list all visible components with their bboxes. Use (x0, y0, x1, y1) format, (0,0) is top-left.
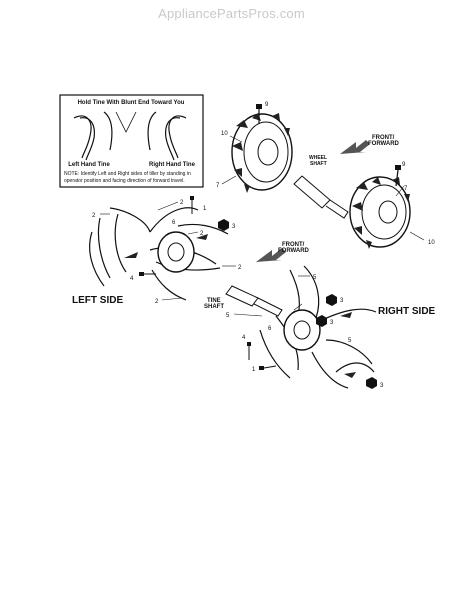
wheel-right (349, 176, 411, 249)
tine-shaft-label-2: SHAFT (204, 304, 224, 310)
front-forward-mid-label-1: FRONT/ (282, 242, 305, 248)
tine-shaft-label-1: TINE (207, 298, 221, 304)
left-hand-tine-illustration (73, 111, 113, 161)
callout-7-upper: 7 (216, 183, 220, 189)
callout-9-upper: 9 (265, 102, 269, 108)
wheel-shaft (293, 175, 349, 219)
callout-3-right-mid: 3 (330, 320, 334, 326)
nut-3-right-mid (316, 315, 327, 327)
tine-shaft (225, 285, 283, 317)
bolt-4-lower (247, 342, 251, 360)
legend-note-line-2: operator position and facing direction o… (64, 178, 185, 184)
callout-2-bottom: 2 (155, 299, 159, 305)
wheel-left (231, 113, 293, 193)
callout-5-left: 5 (226, 313, 230, 319)
leader-lines (100, 135, 425, 317)
callout-9-right: 9 (402, 162, 406, 168)
callout-4-lower: 4 (242, 335, 246, 341)
left-side-label: LEFT SIDE (72, 295, 123, 306)
watermark: AppliancePartsPros.com (158, 6, 305, 21)
callout-3-upper: 3 (232, 224, 236, 230)
callout-5-top: 5 (313, 275, 317, 281)
legend-note-line-1: NOTE: Identify Left and Right sides of t… (64, 171, 191, 177)
front-forward-arrow-mid (256, 248, 286, 262)
legend-title: Hold Tine With Blunt End Toward You (78, 100, 185, 106)
bolt-9-upper (256, 104, 262, 124)
front-forward-mid-label-2: FORWARD (278, 248, 310, 254)
bolt-9-right (395, 165, 401, 187)
callout-6-right: 6 (268, 326, 272, 332)
front-forward-top-label-1: FRONT/ (372, 135, 395, 141)
callout-2-mid: 2 (200, 231, 204, 237)
nut-3-right-upper (326, 294, 337, 306)
bolt-1-lower (259, 365, 277, 370)
bolt-4-left (139, 272, 156, 276)
callout-3-right-upper: 3 (340, 298, 344, 304)
callout-6-left: 6 (172, 220, 176, 226)
callout-3-lower: 3 (380, 383, 384, 389)
callout-1-upper: 1 (203, 206, 207, 212)
right-hand-tine-label: Right Hand Tine (149, 162, 196, 168)
bolt-1-upper (190, 196, 194, 214)
callout-10-right: 10 (428, 240, 435, 246)
callout-10-upper: 10 (221, 131, 228, 137)
tine-orientation-legend: Hold Tine With Blunt End Toward You Left… (59, 94, 204, 188)
nut-3-upper (218, 219, 229, 231)
wheel-shaft-label-1: WHEEL (309, 155, 327, 161)
callout-2-right: 2 (238, 265, 242, 271)
wheel-shaft-label-2: SHAFT (310, 161, 327, 167)
nut-3-lower (366, 377, 377, 389)
right-hand-tine-illustration (147, 111, 187, 161)
callout-2-top: 2 (180, 200, 184, 206)
left-tine-assembly (89, 207, 229, 301)
left-hand-tine-label: Left Hand Tine (68, 162, 110, 168)
right-tine-assembly (259, 265, 377, 389)
callout-7-right: 7 (404, 186, 408, 192)
front-forward-top-label-2: FORWARD (368, 141, 400, 147)
callout-4-left: 4 (130, 276, 134, 282)
callout-5-right: 5 (348, 338, 352, 344)
right-side-label: RIGHT SIDE (378, 306, 436, 317)
callout-1-lower: 1 (252, 367, 256, 373)
callout-2-left: 2 (92, 213, 96, 219)
front-forward-arrow-top (340, 140, 370, 154)
